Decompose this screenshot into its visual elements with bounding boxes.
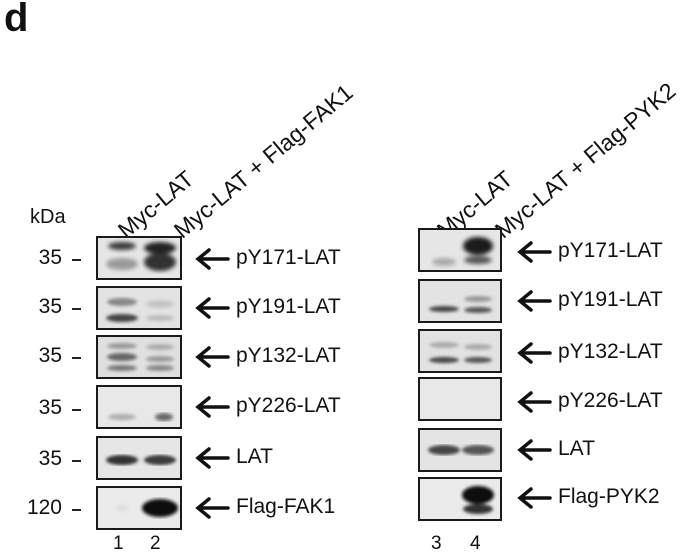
mw-marker: 35	[38, 246, 62, 269]
mw-tick	[72, 357, 81, 359]
mw-marker: 35	[38, 344, 62, 367]
lane-number: 4	[470, 533, 481, 554]
arrow-left-icon	[516, 341, 552, 370]
blot-right-py191	[418, 279, 502, 323]
arrow-left-icon	[194, 247, 230, 276]
mw-tick	[72, 259, 81, 261]
kda-label: kDa	[30, 206, 66, 228]
column-label-myc-lat-flag-fak1: Myc-LAT + Flag-FAK1	[168, 79, 358, 244]
arrow-left-icon	[194, 296, 230, 325]
band-label: pY226-LAT	[558, 389, 663, 412]
arrow-left-icon	[516, 289, 552, 318]
lane-number: 3	[431, 533, 442, 554]
band-label: Flag-FAK1	[236, 495, 336, 518]
band-label: pY191-LAT	[558, 288, 663, 311]
blot-right-py226	[418, 377, 502, 421]
band-label: pY226-LAT	[236, 394, 341, 417]
band-label: pY171-LAT	[236, 246, 341, 269]
band-label: pY132-LAT	[236, 344, 341, 367]
band-label: Flag-PYK2	[558, 485, 660, 508]
arrow-left-icon	[516, 240, 552, 269]
mw-tick	[72, 509, 81, 511]
blot-right-py132	[418, 329, 502, 373]
arrow-left-icon	[516, 486, 552, 515]
blot-left-flag-fak1	[96, 486, 182, 530]
band-label: LAT	[558, 437, 595, 460]
arrow-left-icon	[194, 395, 230, 424]
blot-right-lat	[418, 428, 502, 472]
band-label: pY191-LAT	[236, 295, 341, 318]
panel-label: d	[4, 0, 29, 40]
band-label: pY171-LAT	[558, 239, 663, 262]
mw-marker: 35	[38, 396, 62, 419]
blot-left-py226	[96, 385, 182, 429]
mw-marker: 35	[38, 447, 62, 470]
mw-tick	[72, 460, 81, 462]
mw-marker: 120	[26, 496, 62, 519]
blot-right-py171	[418, 228, 502, 272]
blot-left-py191	[96, 286, 182, 330]
arrow-left-icon	[194, 446, 230, 475]
band-label: pY132-LAT	[558, 340, 663, 363]
band-label: LAT	[236, 445, 273, 468]
arrow-left-icon	[194, 496, 230, 525]
blot-right-flag-pyk2	[418, 477, 502, 521]
blot-left-lat	[96, 436, 182, 480]
arrow-left-icon	[194, 345, 230, 374]
lane-number: 2	[150, 533, 161, 554]
mw-tick	[72, 308, 81, 310]
mw-tick	[72, 409, 81, 411]
blot-left-py132	[96, 335, 182, 379]
mw-marker: 35	[38, 295, 62, 318]
blot-left-py171	[96, 236, 182, 280]
lane-number: 1	[113, 533, 124, 554]
arrow-left-icon	[516, 438, 552, 467]
column-label-myc-lat-flag-pyk2: Myc-LAT + Flag-PYK2	[489, 77, 681, 244]
arrow-left-icon	[516, 390, 552, 419]
